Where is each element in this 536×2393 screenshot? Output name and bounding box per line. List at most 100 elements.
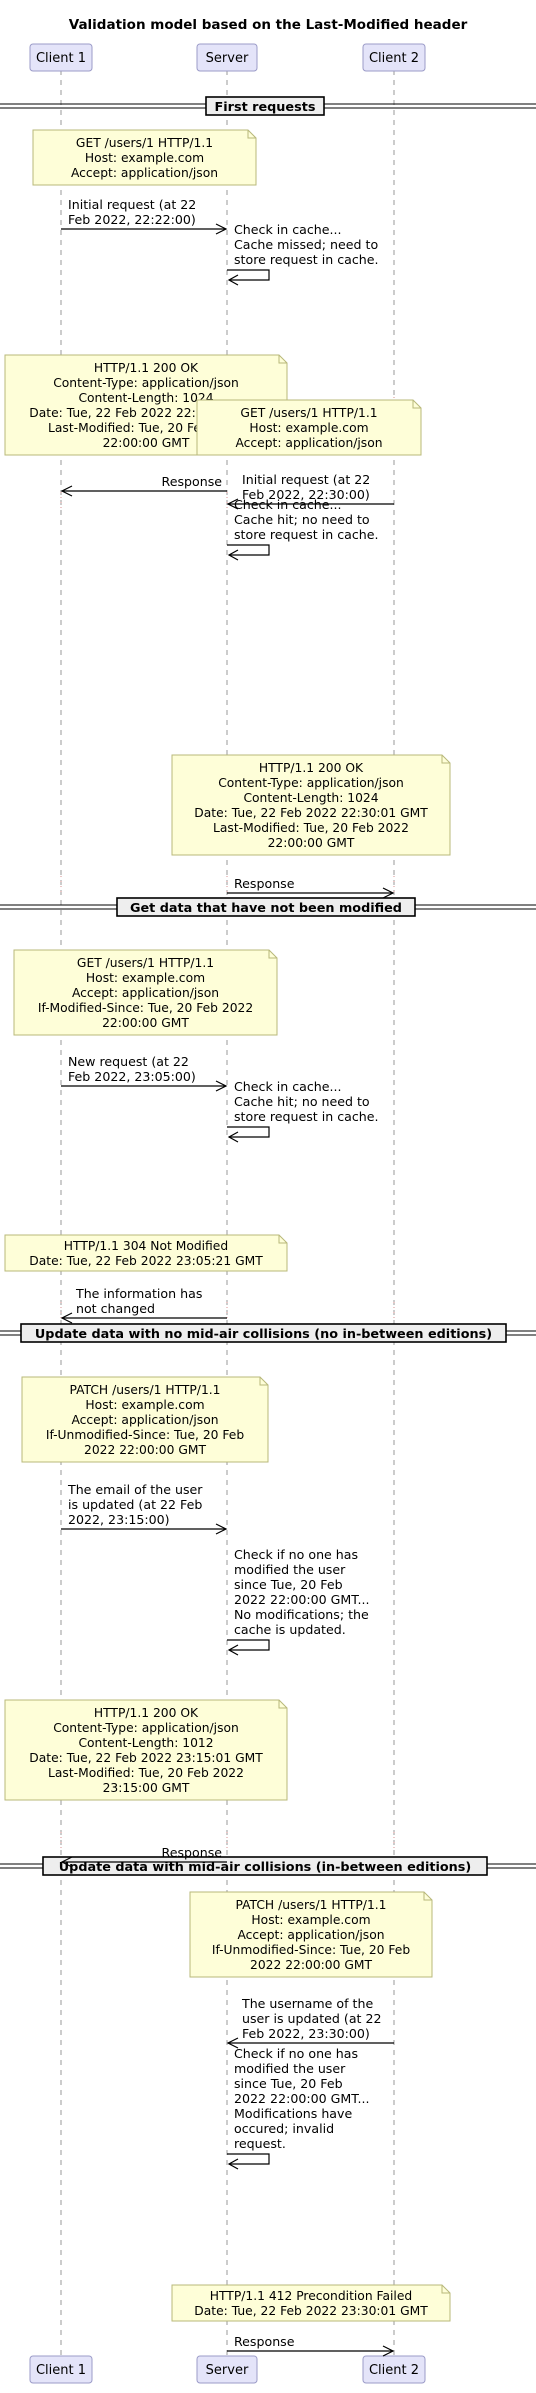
note-line: Accept: application/json (235, 436, 382, 450)
arrow-head (227, 1131, 239, 1143)
note-line: HTTP/1.1 200 OK (259, 761, 364, 775)
self-message-arrow (227, 544, 270, 556)
participant-label: Server (206, 51, 249, 66)
participant-label: Client 1 (36, 51, 86, 66)
message-label: Check if no one has (234, 2046, 358, 2061)
diagram-title: Validation model based on the Last-Modif… (69, 17, 468, 33)
note-line: Date: Tue, 22 Feb 2022 23:15:01 GMT (29, 1751, 263, 1765)
note-fold (247, 130, 256, 139)
note-box (21, 1376, 269, 1463)
note-line: Last-Modified: Tue, 20 Feb 2022 (48, 1766, 244, 1780)
message-label: Check in cache... (234, 222, 342, 237)
message: Response (227, 2334, 395, 2357)
arrow-head (226, 2037, 239, 2049)
note-line: Content-Length: 1012 (78, 1736, 213, 1750)
note-line: Host: example.com (86, 971, 205, 985)
note-box (196, 399, 422, 456)
note-line: Host: example.com (249, 421, 368, 435)
arrow-head (60, 1312, 73, 1324)
message-label: modified the user (234, 1562, 346, 1577)
note-line: Host: example.com (85, 1398, 204, 1412)
section-divider-collisions: Update data with mid-air collisions (in-… (0, 1856, 536, 1876)
note-line: 2022 22:00:00 GMT (84, 1443, 206, 1457)
note-line: Date: Tue, 22 Feb 2022 23:05:21 GMT (29, 1254, 263, 1268)
note-box (32, 129, 257, 186)
message-label: Check in cache... (234, 497, 342, 512)
self-message-arrow (227, 2153, 270, 2165)
note-fold (441, 755, 450, 764)
section-divider-not-modified: Get data that have not been modified (0, 897, 536, 917)
arrow-head (215, 223, 228, 235)
message-label: occured; invalid (234, 2121, 334, 2136)
message-label: is updated (at 22 Feb (68, 1497, 202, 1512)
note-line: Content-Length: 1024 (78, 391, 213, 405)
note-box (4, 1234, 288, 1272)
note-line: HTTP/1.1 412 Precondition Failed (210, 2289, 412, 2303)
note-line: Accept: application/json (71, 166, 218, 180)
message-label: store request in cache. (234, 527, 379, 542)
message: Response (60, 474, 227, 497)
message-label: The email of the user (67, 1482, 203, 1497)
note-fold (268, 950, 277, 959)
note-box (189, 1891, 433, 1978)
message-label: 2022, 23:15:00) (68, 1512, 170, 1527)
message-label: Modifications have (234, 2106, 352, 2121)
arrow-head (60, 1856, 73, 1868)
message-label: Check in cache... (234, 1079, 342, 1094)
participant-label: Client 2 (369, 51, 419, 66)
message-label: store request in cache. (234, 252, 379, 267)
message-label: Feb 2022, 22:22:00) (68, 212, 196, 227)
message-label: Response (234, 876, 295, 891)
message-label: Initial request (at 22 (242, 472, 370, 487)
message-label: Feb 2022, 23:30:00) (242, 2026, 370, 2041)
message-label: Cache hit; no need to (234, 512, 370, 527)
note-line: HTTP/1.1 200 OK (94, 1706, 199, 1720)
message: Check in cache...Cache hit; no need tost… (227, 1079, 379, 1143)
message-label: The username of the (241, 1996, 373, 2011)
message-label: Response (234, 2334, 295, 2349)
message-label: Cache missed; need to (234, 237, 378, 252)
arrow-head (215, 1080, 228, 1092)
participant-client-2-bottom: Client 2 (362, 2355, 426, 2384)
message: Response (227, 876, 395, 899)
arrow-head (382, 887, 395, 899)
message-label: 2022 22:00:00 GMT... (234, 2091, 369, 2106)
message: Response (60, 1845, 227, 1868)
note-line: PATCH /users/1 HTTP/1.1 (69, 1383, 220, 1397)
participant-label: Client 2 (369, 2363, 419, 2378)
message-label: not changed (76, 1301, 155, 1316)
note-line: PATCH /users/1 HTTP/1.1 (235, 1898, 386, 1912)
note-fold (412, 400, 421, 409)
note-line: If-Unmodified-Since: Tue, 20 Feb (46, 1428, 245, 1442)
participant-server-bottom: Server (196, 2355, 258, 2384)
arrow-head (226, 498, 239, 510)
message-label: New request (at 22 (68, 1054, 189, 1069)
note-line: 2022 22:00:00 GMT (250, 1958, 372, 1972)
message: Check in cache...Cache missed; need tost… (227, 222, 379, 286)
participant-client-1-bottom: Client 1 (29, 2355, 93, 2384)
message-label: Check if no one has (234, 1547, 358, 1562)
note-line: GET /users/1 HTTP/1.1 (76, 136, 213, 150)
message-label: 2022 22:00:00 GMT... (234, 1592, 369, 1607)
note-line: HTTP/1.1 200 OK (94, 361, 199, 375)
arrow-head (227, 2158, 239, 2170)
note-fold (278, 1700, 287, 1709)
message-label: modified the user (234, 2061, 346, 2076)
note-line: If-Unmodified-Since: Tue, 20 Feb (212, 1943, 411, 1957)
participant-client-1-top: Client 1 (29, 43, 93, 72)
self-message-arrow (227, 1639, 270, 1651)
